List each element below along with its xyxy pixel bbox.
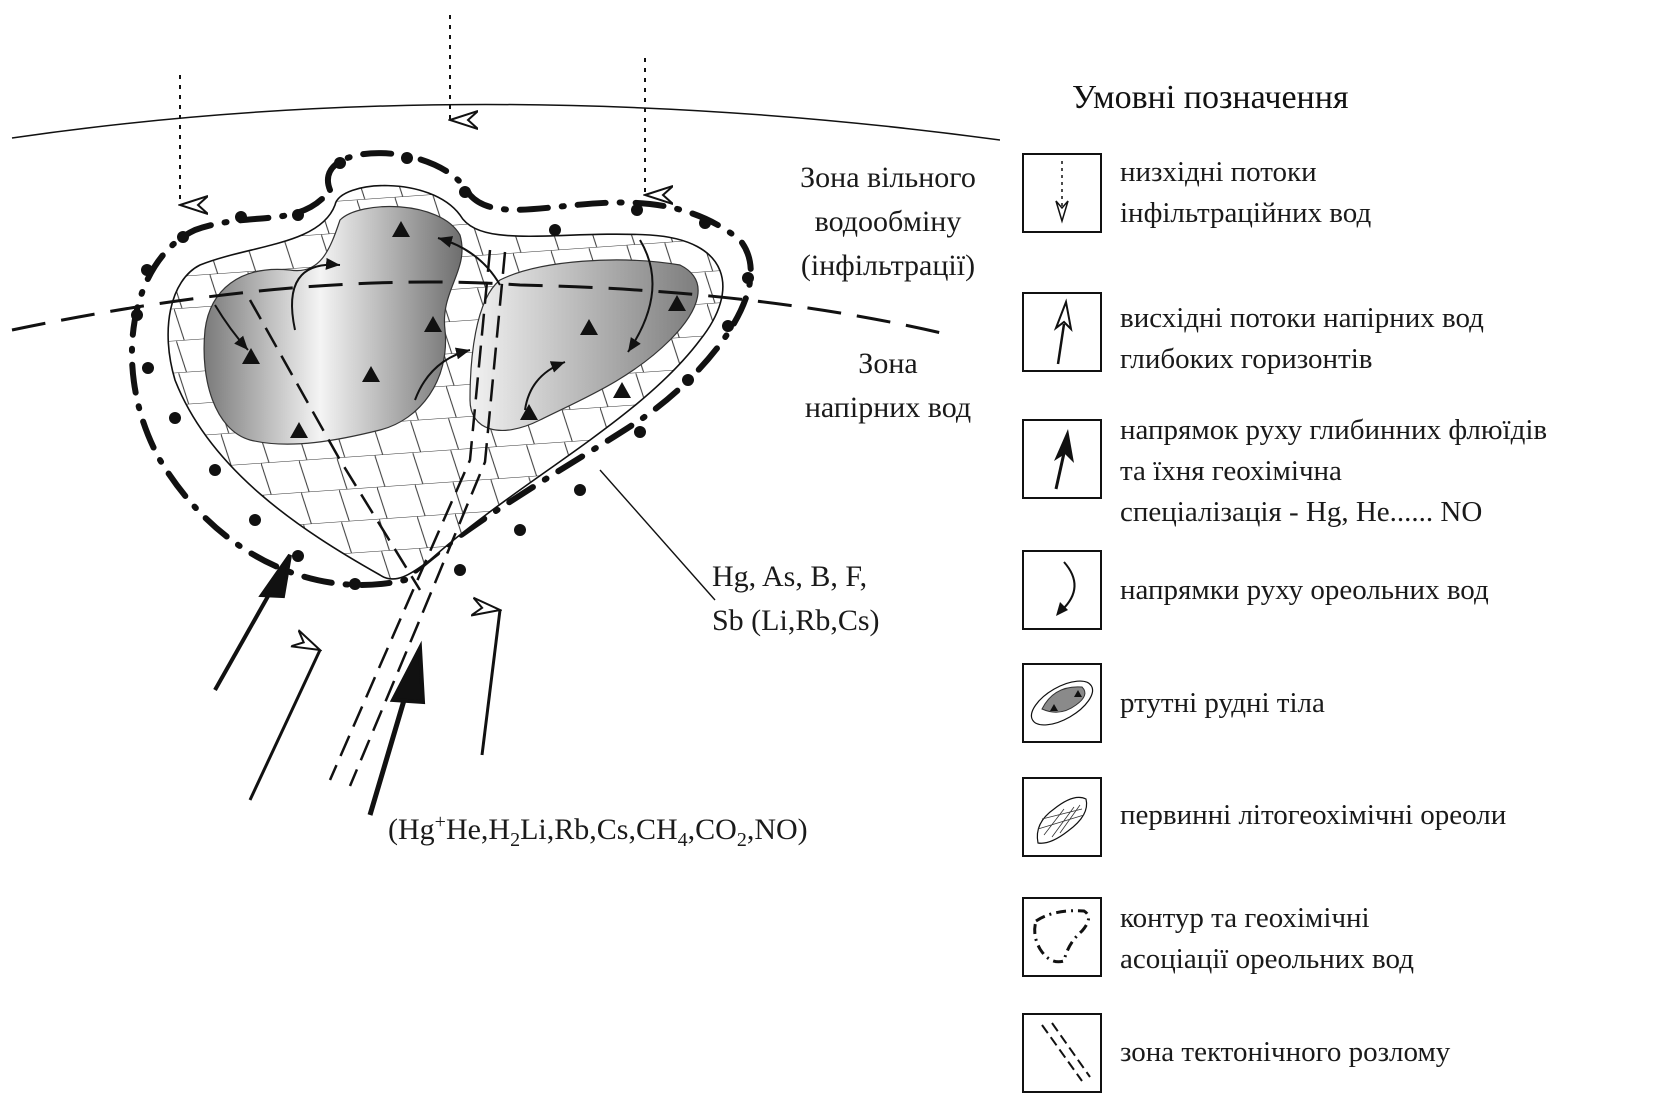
curved-arrow-icon (1022, 550, 1102, 630)
zone-pressure-line-1: Зона (768, 342, 1008, 386)
legend-item-deep-fluids: напрямок руху глибинних флюїдів та їхня … (1120, 410, 1547, 533)
legend-item-contour: контур та геохімічні асоціації ореольних… (1120, 898, 1414, 980)
deep-elements-part-5: ,NO) (747, 813, 808, 846)
legend-item-2-line-2: глибоких горизонтів (1120, 339, 1484, 380)
legend-item-7-line-2: асоціації ореольних вод (1120, 939, 1414, 980)
solid-up-arrow-icon (1022, 419, 1102, 499)
ore-elements-label: Hg, As, B, F, Sb (Li,Rb,Cs) (712, 555, 880, 643)
legend-item-1-line-1: низхідні потоки (1120, 152, 1371, 193)
zone-free-exchange-line-1: Зона вільного (768, 156, 1008, 200)
deep-elements-label: (Hg+He,H2Li,Rb,Cs,CH4,CO2,NO) (388, 800, 808, 862)
ore-elements-line-2: Sb (Li,Rb,Cs) (712, 599, 880, 643)
zone-free-exchange-line-3: (інфільтрації) (768, 244, 1008, 288)
zone-free-exchange-label: Зона вільного водообміну (інфільтрації) (768, 156, 1008, 288)
legend-item-2-line-1: висхідні потоки напірних вод (1120, 298, 1484, 339)
ore-body-icon (1022, 663, 1102, 743)
legend-item-7-line-1: контур та геохімічні (1120, 898, 1414, 939)
deep-elements-sub-1: 2 (510, 829, 520, 851)
ore-elements-line-1: Hg, As, B, F, (712, 555, 880, 599)
contour-icon (1022, 897, 1102, 977)
label-leader-line (600, 470, 715, 600)
legend-item-3-line-3: спеціалізація - Hg, He...... NO (1120, 492, 1547, 533)
hatched-halo-icon (1022, 777, 1102, 857)
deep-elements-sup: + (435, 811, 446, 833)
legend-item-6-line-1: первинні літогеохімічні ореоли (1120, 795, 1506, 836)
deep-elements-sub-2: 4 (678, 829, 688, 851)
legend-item-5-line-1: ртутні рудні тіла (1120, 683, 1325, 724)
surface-boundary-line (12, 104, 1000, 140)
deep-elements-part-2: He,H (446, 813, 510, 846)
legend-item-8-line-1: зона тектонічного розлому (1120, 1032, 1450, 1073)
legend-item-aureole-flow: напрямки руху ореольних вод (1120, 570, 1489, 611)
legend-item-infiltration: низхідні потоки інфільтраційних вод (1120, 152, 1371, 234)
legend-title: Умовні позначення (1072, 74, 1349, 122)
legend-item-3-line-2: та їхня геохімічна (1120, 451, 1547, 492)
deep-elements-part-1: (Hg (388, 813, 435, 846)
legend-item-pressure-water: висхідні потоки напірних вод глибоких го… (1120, 298, 1484, 380)
infiltration-arrows (180, 15, 645, 205)
legend-item-3-line-1: напрямок руху глибинних флюїдів (1120, 410, 1547, 451)
zone-free-exchange-line-2: водообміну (768, 200, 1008, 244)
legend-item-1-line-2: інфільтраційних вод (1120, 193, 1371, 234)
legend-item-4-line-1: напрямки руху ореольних вод (1120, 570, 1489, 611)
deep-elements-sub-3: 2 (737, 829, 747, 851)
dashed-down-arrow-icon (1022, 153, 1102, 233)
deep-elements-part-4: ,CO (688, 813, 737, 846)
legend-item-litho-halo: первинні літогеохімічні ореоли (1120, 795, 1506, 836)
deep-elements-part-3: Li,Rb,Cs,CH (520, 813, 678, 846)
legend: Умовні позначення низхідні потоки інфіль… (1010, 0, 1660, 1097)
legend-item-ore-bodies: ртутні рудні тіла (1120, 683, 1325, 724)
fault-zone-icon (1022, 1013, 1102, 1093)
pressure-water-arrows (250, 610, 500, 800)
legend-item-fault: зона тектонічного розлому (1120, 1032, 1450, 1073)
zone-pressure-line-2: напірних вод (768, 386, 1008, 430)
zone-pressure-label: Зона напірних вод (768, 342, 1008, 430)
hollow-up-arrow-icon (1022, 292, 1102, 372)
